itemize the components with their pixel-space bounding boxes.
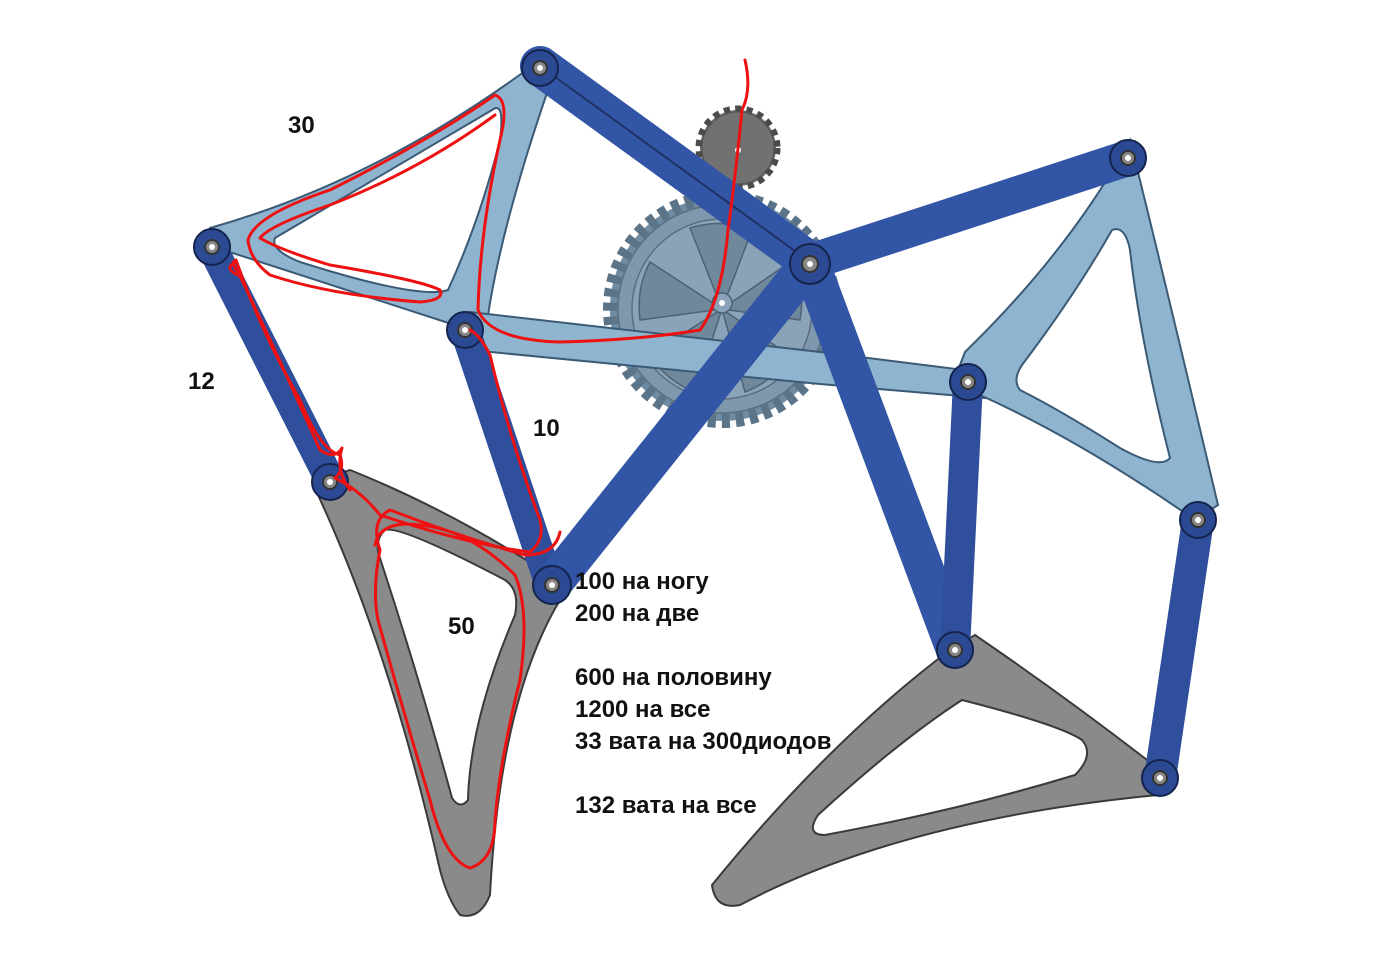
label-10: 10 xyxy=(533,415,560,442)
power-notes: 100 на ногу 200 на две 600 на половину 1… xyxy=(575,566,831,822)
note-line xyxy=(575,758,831,790)
link-left-12 xyxy=(197,232,345,495)
note-line: 33 вата на 300диодов xyxy=(575,728,832,755)
note-line: 132 вата на все xyxy=(575,792,757,819)
link-middle-10 xyxy=(450,315,565,600)
red-wire xyxy=(228,58,750,870)
right-plate xyxy=(953,137,1220,522)
link-crank-diagonal xyxy=(533,243,829,604)
label-12: 12 xyxy=(188,368,215,395)
link-right-top xyxy=(792,140,1146,280)
joint-top xyxy=(521,49,559,87)
link-right-lower xyxy=(1144,504,1214,794)
link-right-vertical xyxy=(940,367,983,665)
joint-center-left xyxy=(446,311,484,349)
joint-right-knee xyxy=(1179,501,1217,539)
joint-right-top xyxy=(1109,139,1147,177)
left-foot xyxy=(317,468,562,917)
joint-left xyxy=(193,228,231,266)
joint-right-foot-a xyxy=(936,631,974,669)
note-line: 1200 на все xyxy=(575,696,711,723)
joints xyxy=(193,49,1217,797)
note-line: 600 на половину xyxy=(575,664,772,691)
label-50: 50 xyxy=(448,613,475,640)
label-30: 30 xyxy=(288,112,315,139)
note-line: 200 на две xyxy=(575,600,700,627)
joint-crank xyxy=(789,243,831,285)
note-line: 100 на ногу xyxy=(575,568,709,595)
joint-right-foot-b xyxy=(1141,759,1179,797)
joint-right-mid xyxy=(949,363,987,401)
blue-links xyxy=(197,46,1214,794)
joint-foot-left xyxy=(532,565,572,605)
link-crank-down xyxy=(791,243,974,669)
note-line xyxy=(575,630,831,662)
right-foot xyxy=(710,633,1162,907)
